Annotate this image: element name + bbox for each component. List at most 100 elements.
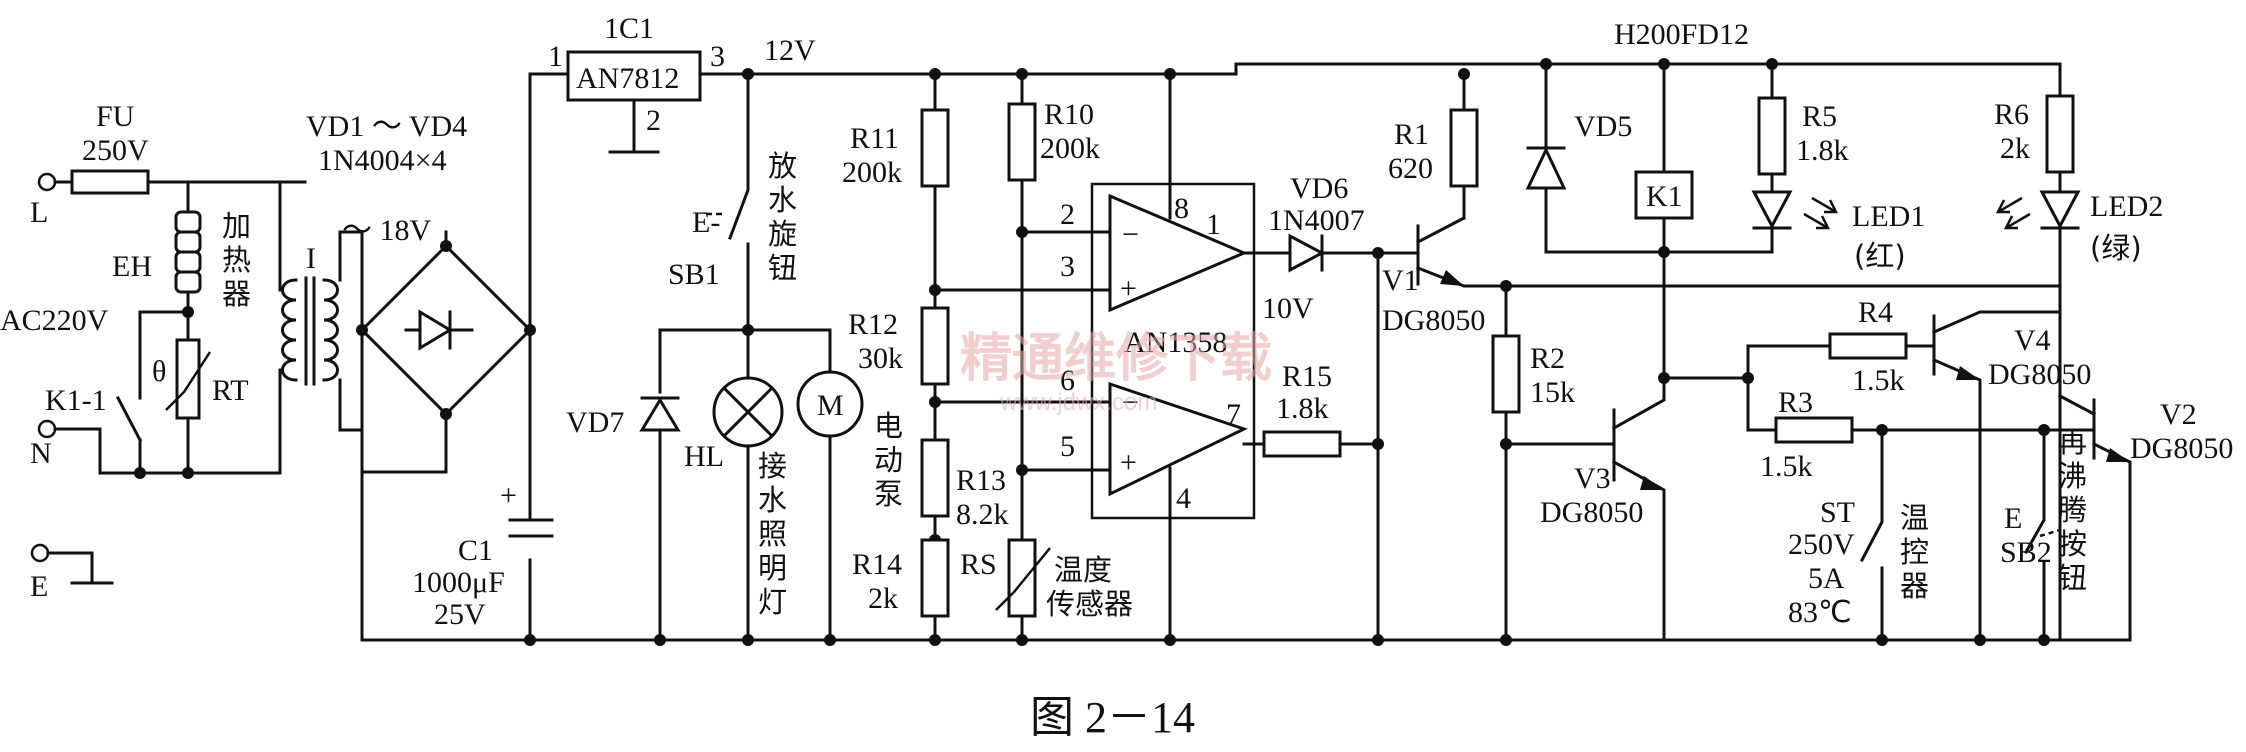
resistor-r14 bbox=[920, 538, 950, 618]
label-r6-val: 2k bbox=[2000, 132, 2030, 165]
label-vd5: VD5 bbox=[1574, 110, 1632, 143]
divider-section: R11 200k R12 30k R13 8.2k R14 2k R10 200… bbox=[842, 68, 1133, 646]
label-sb2-cn-1: 再 bbox=[2058, 425, 2087, 459]
watermark-url: www.jdwx.com bbox=[999, 389, 1157, 416]
label-12v: 12V bbox=[764, 34, 816, 67]
label-pin2: 2 bbox=[646, 104, 661, 137]
label-l: L bbox=[30, 196, 48, 229]
led2-icon bbox=[2039, 190, 2081, 230]
label-led1: LED1 bbox=[1852, 200, 1925, 233]
label-c1-v: 25V bbox=[434, 598, 486, 631]
label-sb2-e: E bbox=[2004, 502, 2022, 535]
label-hl-cn-3: 照 bbox=[758, 517, 787, 551]
label-n: N bbox=[30, 437, 52, 470]
label-v3: V3 bbox=[1574, 462, 1611, 495]
label-ac220v: AC220V bbox=[0, 304, 109, 337]
label-r4-val: 1.5k bbox=[1852, 364, 1905, 397]
label-r14-val: 2k bbox=[868, 582, 898, 615]
label-st-cn-2: 控 bbox=[1900, 535, 1929, 569]
label-r11-val: 200k bbox=[842, 156, 902, 189]
terminal-l bbox=[37, 172, 57, 192]
relay-contact-k1-1 bbox=[115, 395, 143, 443]
driver-section: R1 620 V1 DG8050 R2 15k V3 DG8050 bbox=[1382, 68, 2062, 646]
sensor-rs bbox=[1007, 538, 1037, 618]
diode-vd5 bbox=[1525, 146, 1567, 190]
opamp-a bbox=[1108, 193, 1248, 313]
label-v1: V1 bbox=[1382, 264, 1419, 297]
label-v3-part: DG8050 bbox=[1540, 496, 1643, 529]
opamp-b bbox=[1108, 381, 1248, 497]
label-st-a: 5A bbox=[1808, 562, 1845, 595]
label-fu-rating: 250V bbox=[82, 134, 149, 167]
label-k1: K1 bbox=[1646, 180, 1683, 213]
label-theta: θ bbox=[152, 355, 166, 388]
transformer-i bbox=[281, 276, 339, 386]
opamp-an1358: − + − + 2 3 8 1 6 5 7 4 AN1358 bbox=[1020, 68, 1292, 646]
label-v4-part: DG8050 bbox=[1988, 358, 2091, 391]
terminal-n bbox=[37, 419, 57, 439]
vd6-r15-section: VD6 1N4007 10V R15 1.8k bbox=[1262, 172, 1420, 646]
label-pin3: 3 bbox=[710, 40, 725, 73]
label-pump-cn-1: 电 bbox=[874, 409, 903, 443]
label-sb2: SB2 bbox=[2000, 536, 2052, 569]
opamp-package bbox=[1090, 182, 1256, 520]
label-st-t: 83℃ bbox=[1788, 596, 1852, 629]
label-rs-cn2: 传感器 bbox=[1046, 587, 1133, 621]
label-r3-val: 1.5k bbox=[1760, 450, 1813, 483]
label-r14: R14 bbox=[852, 548, 902, 581]
label-v2-part: DG8050 bbox=[2130, 432, 2233, 465]
label-transformer: I bbox=[306, 242, 316, 275]
label-pump-cn-2: 动 bbox=[874, 443, 903, 477]
label-heater-3: 器 bbox=[222, 277, 251, 311]
label-r13-val: 8.2k bbox=[956, 498, 1009, 531]
fuse-fu bbox=[70, 169, 150, 195]
label-eh: EH bbox=[112, 250, 152, 283]
label-hl-cn-5: 灯 bbox=[758, 585, 787, 619]
label-opamp-plus-b: + bbox=[1120, 446, 1137, 479]
power-input-section: L N E FU 250V EH 加 热 器 AC220V θ RT bbox=[0, 100, 342, 603]
label-heater-1: 加 bbox=[222, 209, 251, 243]
regulator-section: AN7812 1C1 1 3 2 12V + C1 1000μF 25V bbox=[412, 12, 816, 646]
ground-symbol bbox=[46, 551, 114, 585]
bridge-diode-icon bbox=[418, 309, 453, 351]
label-motor: M bbox=[817, 389, 844, 422]
pump-section: E- SB1 放 水 旋 钮 VD7 HL 接 水 照 明 灯 M 电 动 泵 bbox=[566, 68, 903, 646]
label-led2-cn: (绿) bbox=[2090, 231, 2142, 265]
label-led1-cn: (红) bbox=[1854, 239, 1906, 273]
resistor-r1 bbox=[1449, 108, 1479, 188]
label-c1: C1 bbox=[458, 534, 493, 567]
label-vd7: VD7 bbox=[566, 406, 624, 439]
label-hl-cn-2: 水 bbox=[758, 483, 787, 517]
diode-vd6 bbox=[1288, 233, 1326, 273]
relay-coil-k1 bbox=[1634, 170, 1694, 220]
label-hl: HL bbox=[684, 440, 724, 473]
label-r1-val: 620 bbox=[1388, 152, 1433, 185]
label-sb2-cn-2: 沸 bbox=[2058, 459, 2087, 493]
label-opamp-plus-a: + bbox=[1120, 272, 1137, 305]
label-r3: R3 bbox=[1778, 386, 1813, 419]
label-pin-5: 5 bbox=[1060, 430, 1075, 463]
label-rt: RT bbox=[212, 374, 249, 407]
resistor-r15 bbox=[1262, 430, 1342, 458]
label-pin-8: 8 bbox=[1174, 192, 1189, 225]
label-st-v: 250V bbox=[1788, 528, 1855, 561]
resistor-r11 bbox=[920, 108, 950, 188]
label-led2: LED2 bbox=[2090, 190, 2163, 223]
label-an1358: AN1358 bbox=[1124, 326, 1227, 359]
label-v1-part: DG8050 bbox=[1382, 304, 1485, 337]
label-r2: R2 bbox=[1530, 342, 1565, 375]
switch-sb1 bbox=[728, 72, 750, 332]
label-r11: R11 bbox=[850, 122, 899, 155]
label-r5-val: 1.8k bbox=[1796, 134, 1849, 167]
bridge-rectifier: VD1 ～ VD4 1N4004×4 ～ 18V bbox=[306, 110, 536, 642]
label-r5: R5 bbox=[1802, 100, 1837, 133]
label-h200fd12: H200FD12 bbox=[1614, 18, 1749, 51]
regulator-an7812 bbox=[566, 50, 702, 102]
resistor-r13 bbox=[920, 438, 950, 518]
label-hl-cn-4: 明 bbox=[758, 551, 787, 585]
resistor-r5 bbox=[1757, 96, 1787, 176]
label-r10: R10 bbox=[1044, 98, 1094, 131]
label-sb2-cn-5: 钮 bbox=[2058, 561, 2087, 595]
switch-sb2 bbox=[2023, 428, 2046, 642]
label-k1-1: K1-1 bbox=[45, 384, 107, 417]
